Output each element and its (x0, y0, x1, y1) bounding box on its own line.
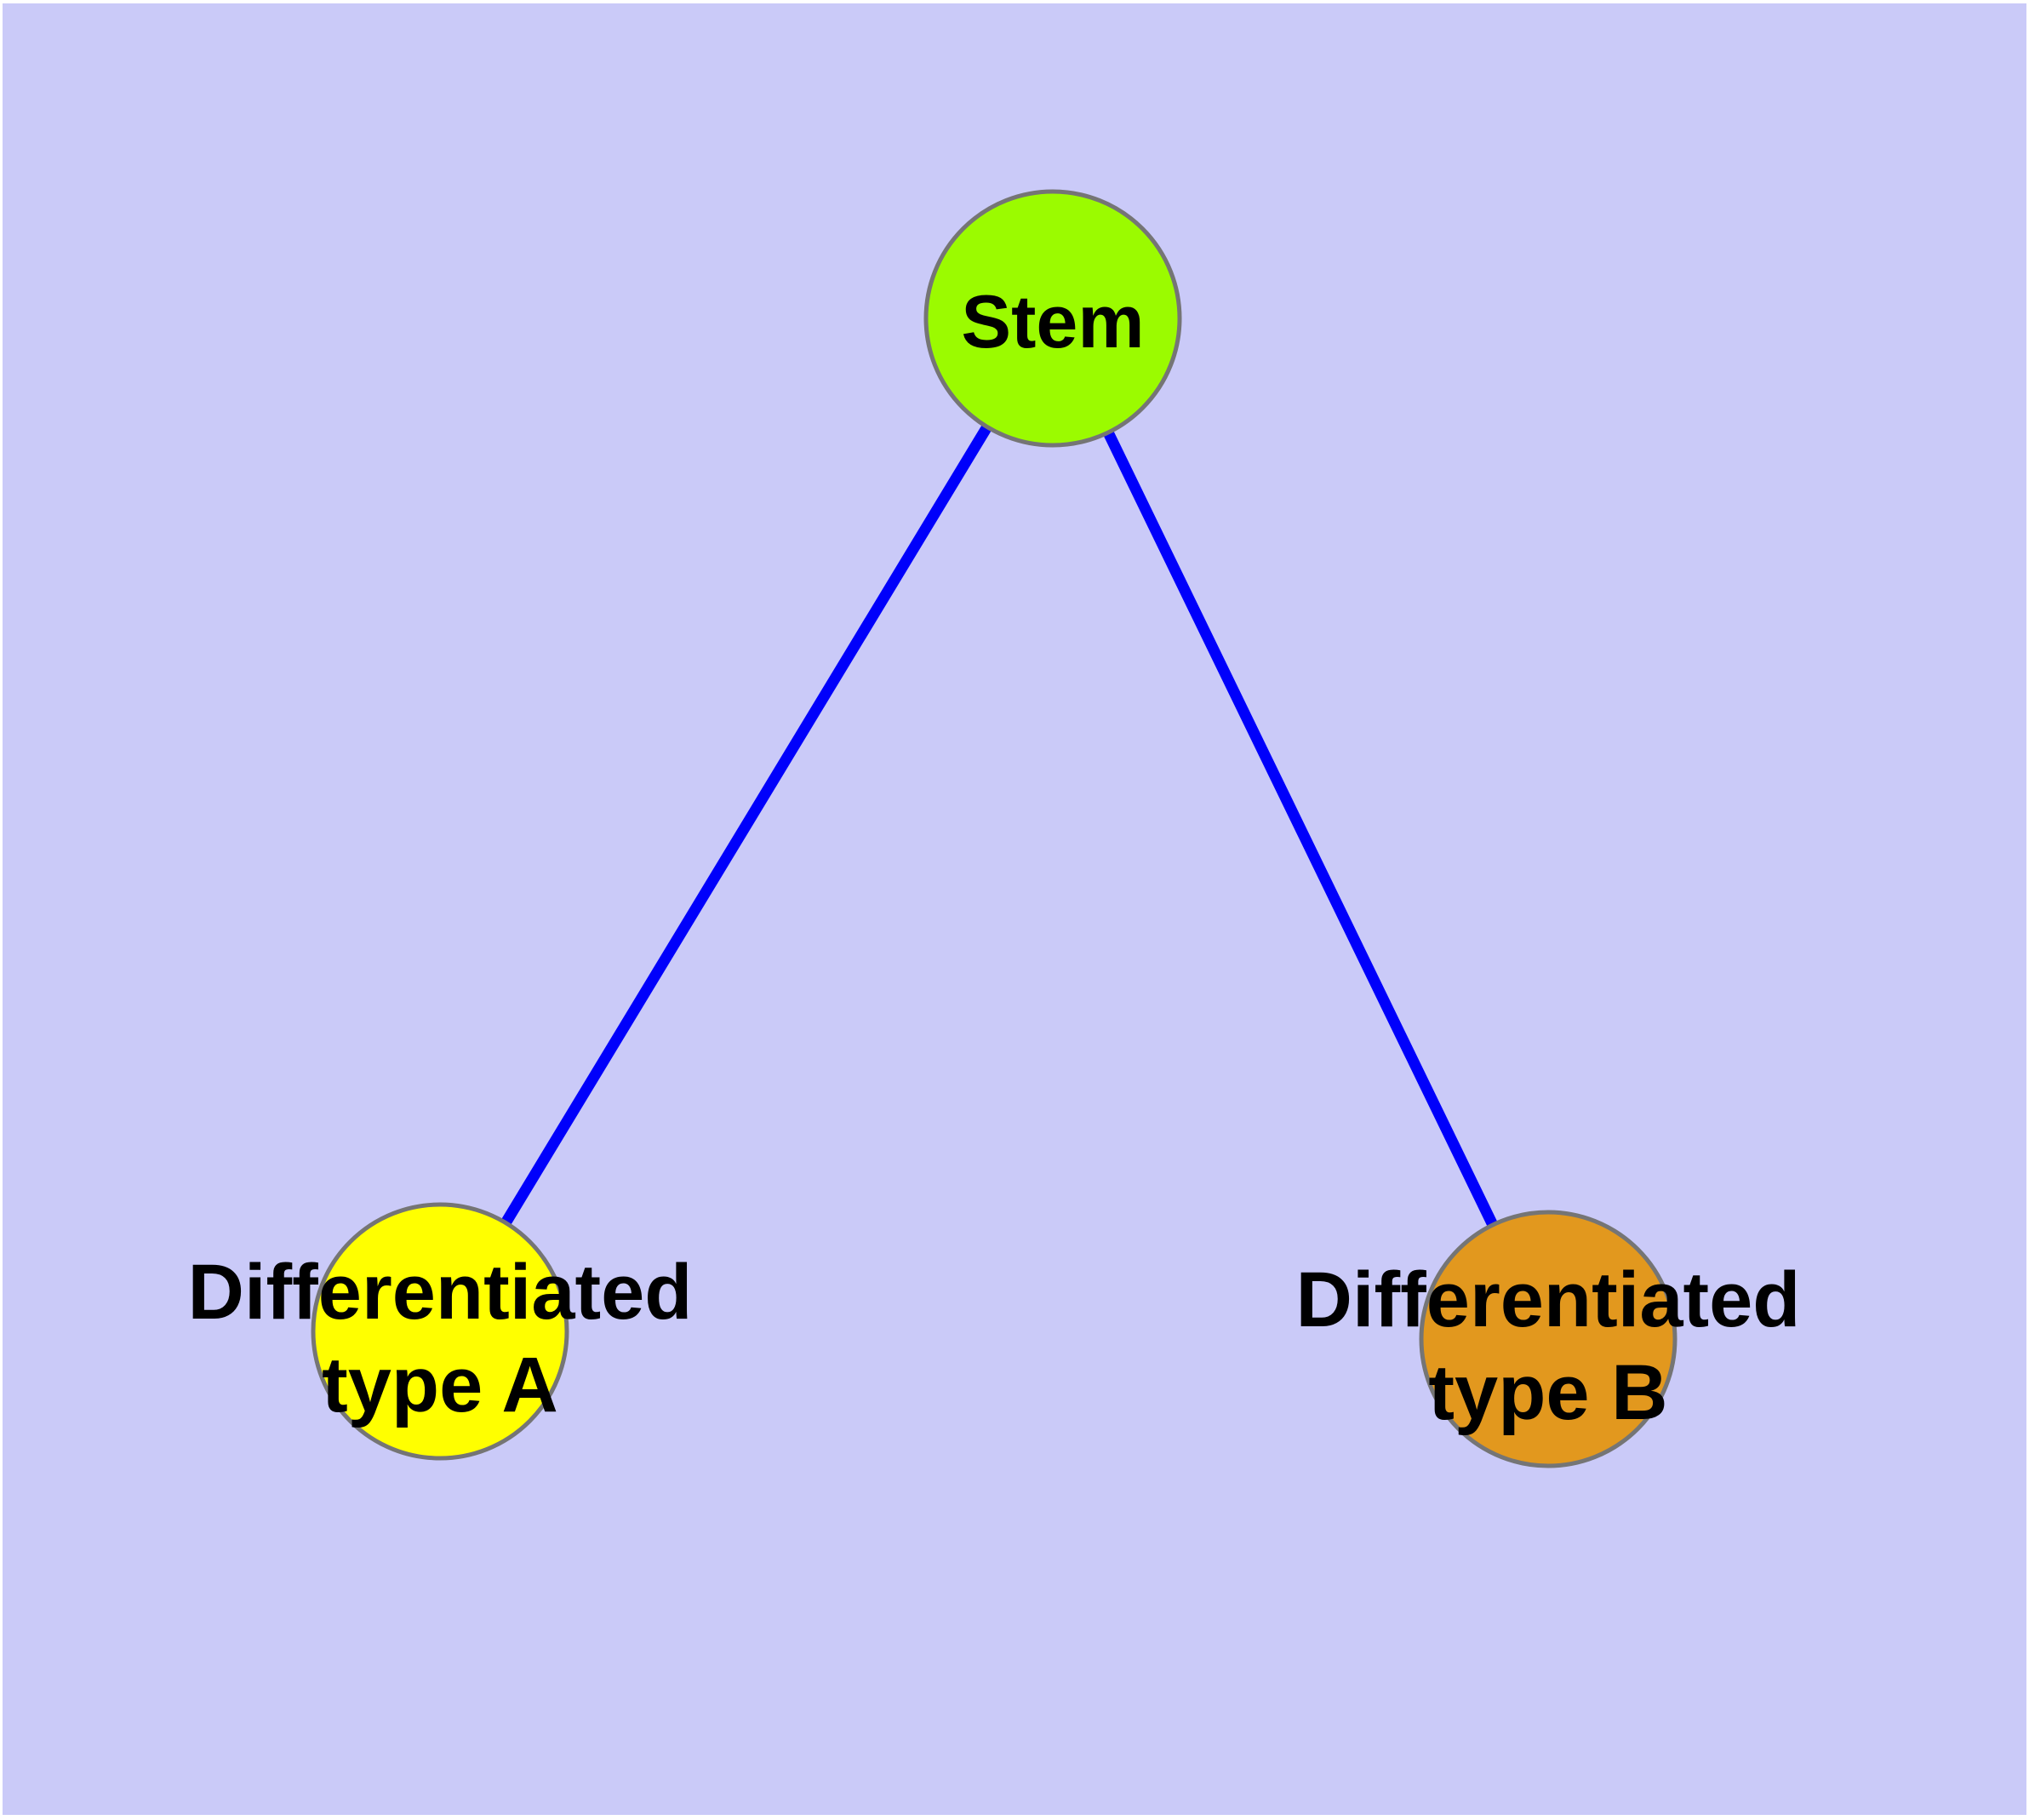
edge-stem-to-type-a (434, 312, 1059, 1337)
differentiated-type-a-node-circle (311, 1202, 569, 1461)
differentiated-type-b-node-circle (1419, 1210, 1677, 1468)
differentiated-type-b-label-line1: Differentiated (1296, 1256, 1801, 1343)
label-layer: Stem Differentiated type A Differentiate… (188, 279, 1801, 1436)
stem-node-label: Stem (961, 279, 1144, 363)
stem-node-circle (923, 189, 1182, 448)
differentiated-type-b-label-line2: type B (1428, 1349, 1667, 1436)
differentiated-type-a-label-line2: type A (322, 1342, 558, 1428)
edge-stem-to-type-b (1047, 312, 1554, 1345)
node-layer (311, 189, 1677, 1468)
edge-layer (434, 312, 1554, 1345)
differentiated-type-a-label-line1: Differentiated (188, 1249, 693, 1336)
